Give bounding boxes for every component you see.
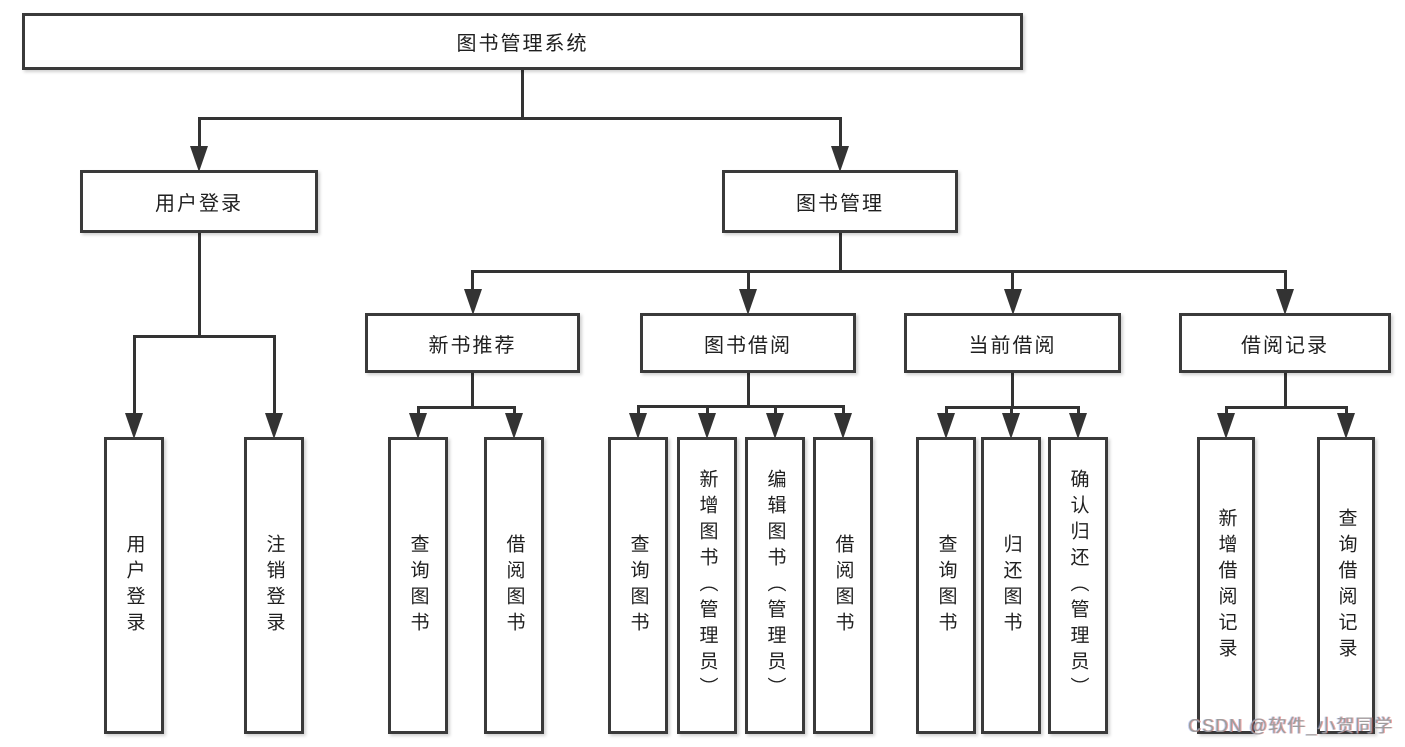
node-leaf-query-book-2: 查询图书 [608, 437, 668, 734]
arrowhead-icon [1217, 413, 1235, 439]
node-book-borrow: 图书借阅 [640, 313, 856, 373]
node-root: 图书管理系统 [22, 13, 1023, 70]
node-label: 编辑图书（管理员） [764, 468, 786, 703]
node-label: 图书管理 [796, 193, 884, 215]
node-label: 查询图书 [407, 533, 429, 638]
arrowhead-icon [1002, 413, 1020, 439]
node-label: 用户登录 [123, 533, 145, 638]
node-leaf-logout: 注销登录 [244, 437, 304, 734]
connector-line [636, 405, 845, 408]
node-label: 图书管理系统 [456, 33, 589, 55]
node-new-book-rec: 新书推荐 [365, 313, 580, 373]
arrowhead-icon [1337, 413, 1355, 439]
node-leaf-borrow-book-1: 借阅图书 [484, 437, 544, 734]
connector-line [838, 117, 842, 160]
node-leaf-borrow-book-2: 借阅图书 [813, 437, 873, 734]
node-leaf-add-record: 新增借阅记录 [1197, 437, 1255, 734]
connector-line [272, 335, 276, 427]
arrowhead-icon [698, 413, 716, 439]
arrowhead-icon [831, 146, 849, 172]
connector-line [746, 372, 750, 408]
connector-line [471, 270, 474, 303]
arrowhead-icon [463, 289, 482, 315]
node-current-borrow: 当前借阅 [904, 313, 1121, 373]
node-book-mgmt: 图书管理 [722, 170, 958, 233]
connector-line [521, 69, 524, 120]
arrowhead-icon [409, 413, 427, 439]
arrowhead-icon [190, 146, 208, 172]
node-leaf-add-book: 新增图书（管理员） [677, 437, 737, 734]
node-label: 借阅图书 [503, 533, 525, 638]
connector-line [471, 270, 1287, 273]
arrowhead-icon [629, 413, 647, 439]
arrowhead-icon [739, 289, 757, 315]
node-label: 借阅记录 [1241, 334, 1329, 357]
node-label: 新增图书（管理员） [696, 468, 718, 703]
node-label: 当前借阅 [968, 334, 1057, 357]
node-label: 确认归还（管理员） [1067, 468, 1089, 703]
node-leaf-return-book: 归还图书 [981, 437, 1041, 734]
arrowhead-icon [937, 413, 955, 439]
arrowhead-icon [766, 413, 784, 439]
connector-line [1011, 372, 1014, 409]
node-leaf-query-book-3: 查询图书 [916, 437, 976, 734]
node-leaf-edit-book: 编辑图书（管理员） [745, 437, 805, 734]
node-user-login: 用户登录 [80, 170, 318, 233]
connector-line [1283, 372, 1287, 409]
node-leaf-query-book-1: 查询图书 [388, 437, 448, 734]
node-label: 归还图书 [1000, 533, 1022, 638]
connector-line [1283, 270, 1287, 303]
node-leaf-user-login: 用户登录 [104, 437, 164, 734]
node-label: 借阅图书 [832, 533, 854, 638]
arrowhead-icon [505, 413, 523, 439]
connector-line [471, 372, 474, 409]
node-label: 查询图书 [627, 533, 649, 638]
node-label: 查询借阅记录 [1335, 507, 1357, 664]
node-leaf-confirm-return: 确认归还（管理员） [1048, 437, 1108, 734]
connector-line [416, 406, 516, 409]
connector-line [1224, 406, 1348, 409]
arrowhead-icon [1003, 289, 1022, 315]
arrowhead-icon [834, 413, 852, 439]
node-label: 新书推荐 [428, 334, 517, 357]
connector-line [197, 117, 201, 160]
watermark: CSDN @软件_小贺同学 [1188, 716, 1394, 736]
node-label: 图书借阅 [704, 334, 792, 357]
node-label: 新增借阅记录 [1215, 507, 1237, 664]
connector-line [197, 232, 201, 338]
node-leaf-query-record: 查询借阅记录 [1317, 437, 1375, 734]
node-label: 注销登录 [263, 533, 285, 638]
arrowhead-icon [1069, 413, 1087, 439]
connector-line [132, 335, 136, 427]
node-borrow-record: 借阅记录 [1179, 313, 1391, 373]
connector-line [197, 117, 842, 120]
node-label: 查询图书 [935, 533, 957, 638]
arrowhead-icon [1276, 289, 1294, 315]
node-label: 用户登录 [155, 193, 243, 215]
arrowhead-icon [265, 413, 283, 439]
connector-line [1011, 270, 1014, 303]
connector-line [838, 232, 842, 273]
connector-line [746, 270, 750, 303]
connector-line [132, 335, 276, 338]
arrowhead-icon [125, 413, 143, 439]
